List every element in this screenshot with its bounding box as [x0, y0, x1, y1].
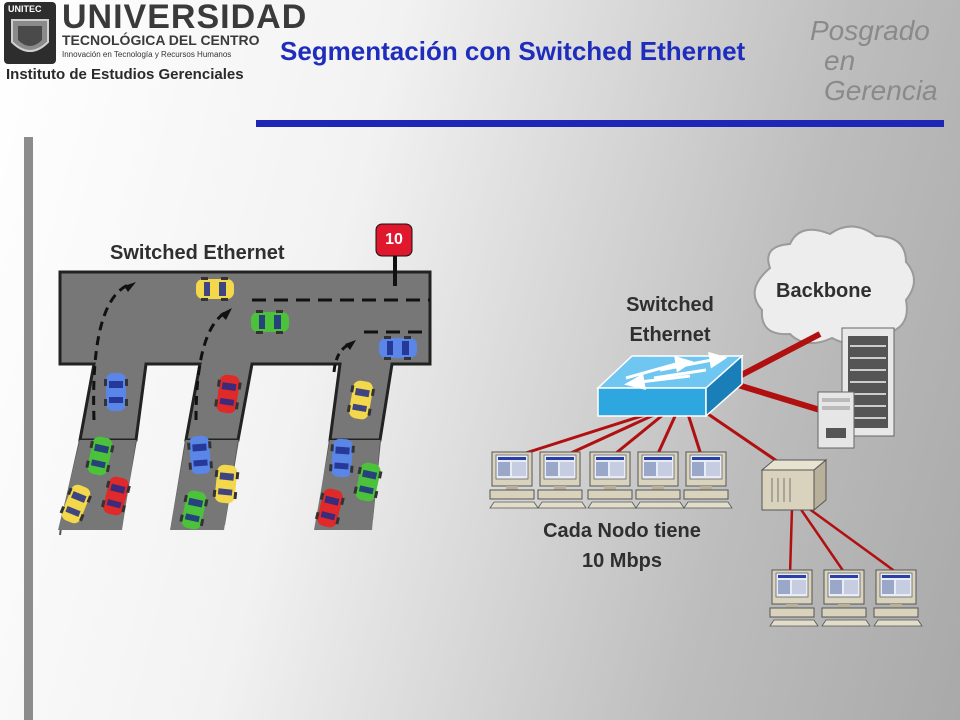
node-label-line1: Cada Nodo tiene [543, 520, 701, 542]
computer [873, 569, 923, 627]
switch-label-line1: Switched [626, 294, 714, 316]
university-logo: UNITEC UNIVERSIDAD TECNOLÓGICA DEL CENTR… [4, 0, 306, 92]
car-blue [104, 373, 128, 411]
switch-label: Switched Ethernet [600, 290, 740, 350]
computer [769, 569, 819, 627]
switch-device [596, 351, 744, 418]
slide-title: Segmentación con Switched Ethernet [280, 36, 746, 66]
posgrado-line2: en Gerencia [824, 45, 938, 106]
node-label-line2: 10 Mbps [581, 550, 663, 572]
computer [821, 569, 871, 627]
backbone-link [726, 331, 822, 385]
server-tower [817, 391, 855, 449]
shield-icon [11, 19, 49, 52]
left-rule [24, 137, 33, 720]
car-yellow [196, 277, 234, 301]
computer [635, 451, 685, 509]
speed-limit-sign [375, 223, 413, 257]
speed-sign-text: 10 [385, 231, 403, 248]
computer [683, 451, 733, 509]
computer [587, 451, 637, 509]
computer [537, 451, 587, 509]
server-rack [841, 327, 895, 437]
server-link [727, 379, 821, 413]
university-subtitle: TECNOLÓGICA DEL CENTRO [62, 32, 260, 48]
computer [489, 451, 539, 509]
unitec-badge: UNITEC [4, 2, 56, 64]
network-illustration [489, 225, 923, 627]
switch-label-line2: Ethernet [629, 324, 711, 346]
merge-arrow-3 [332, 342, 351, 373]
badge-text: UNITEC [8, 4, 42, 14]
merge-arrow-1 [92, 282, 131, 421]
backbone-cloud [753, 225, 915, 345]
posgrado-logo: Posgrado en Gerencia [810, 16, 960, 106]
merge-arrow-2 [194, 310, 227, 421]
car-blue [379, 336, 417, 360]
hub-device [760, 458, 828, 512]
node-links [509, 412, 791, 472]
backbone-label: Backbone [776, 280, 872, 302]
title-underline [256, 120, 944, 127]
posgrado-line1: Posgrado [810, 15, 930, 46]
highway-illustration [57, 223, 432, 536]
university-tagline: Innovación en Tecnología y Recursos Huma… [62, 50, 232, 59]
institute-name: Instituto de Estudios Gerenciales [6, 66, 244, 83]
university-name: UNIVERSIDAD [62, 0, 308, 36]
road-label: Switched Ethernet [110, 242, 285, 264]
node-speed-label: Cada Nodo tiene 10 Mbps [510, 516, 734, 576]
car-green [251, 310, 289, 334]
